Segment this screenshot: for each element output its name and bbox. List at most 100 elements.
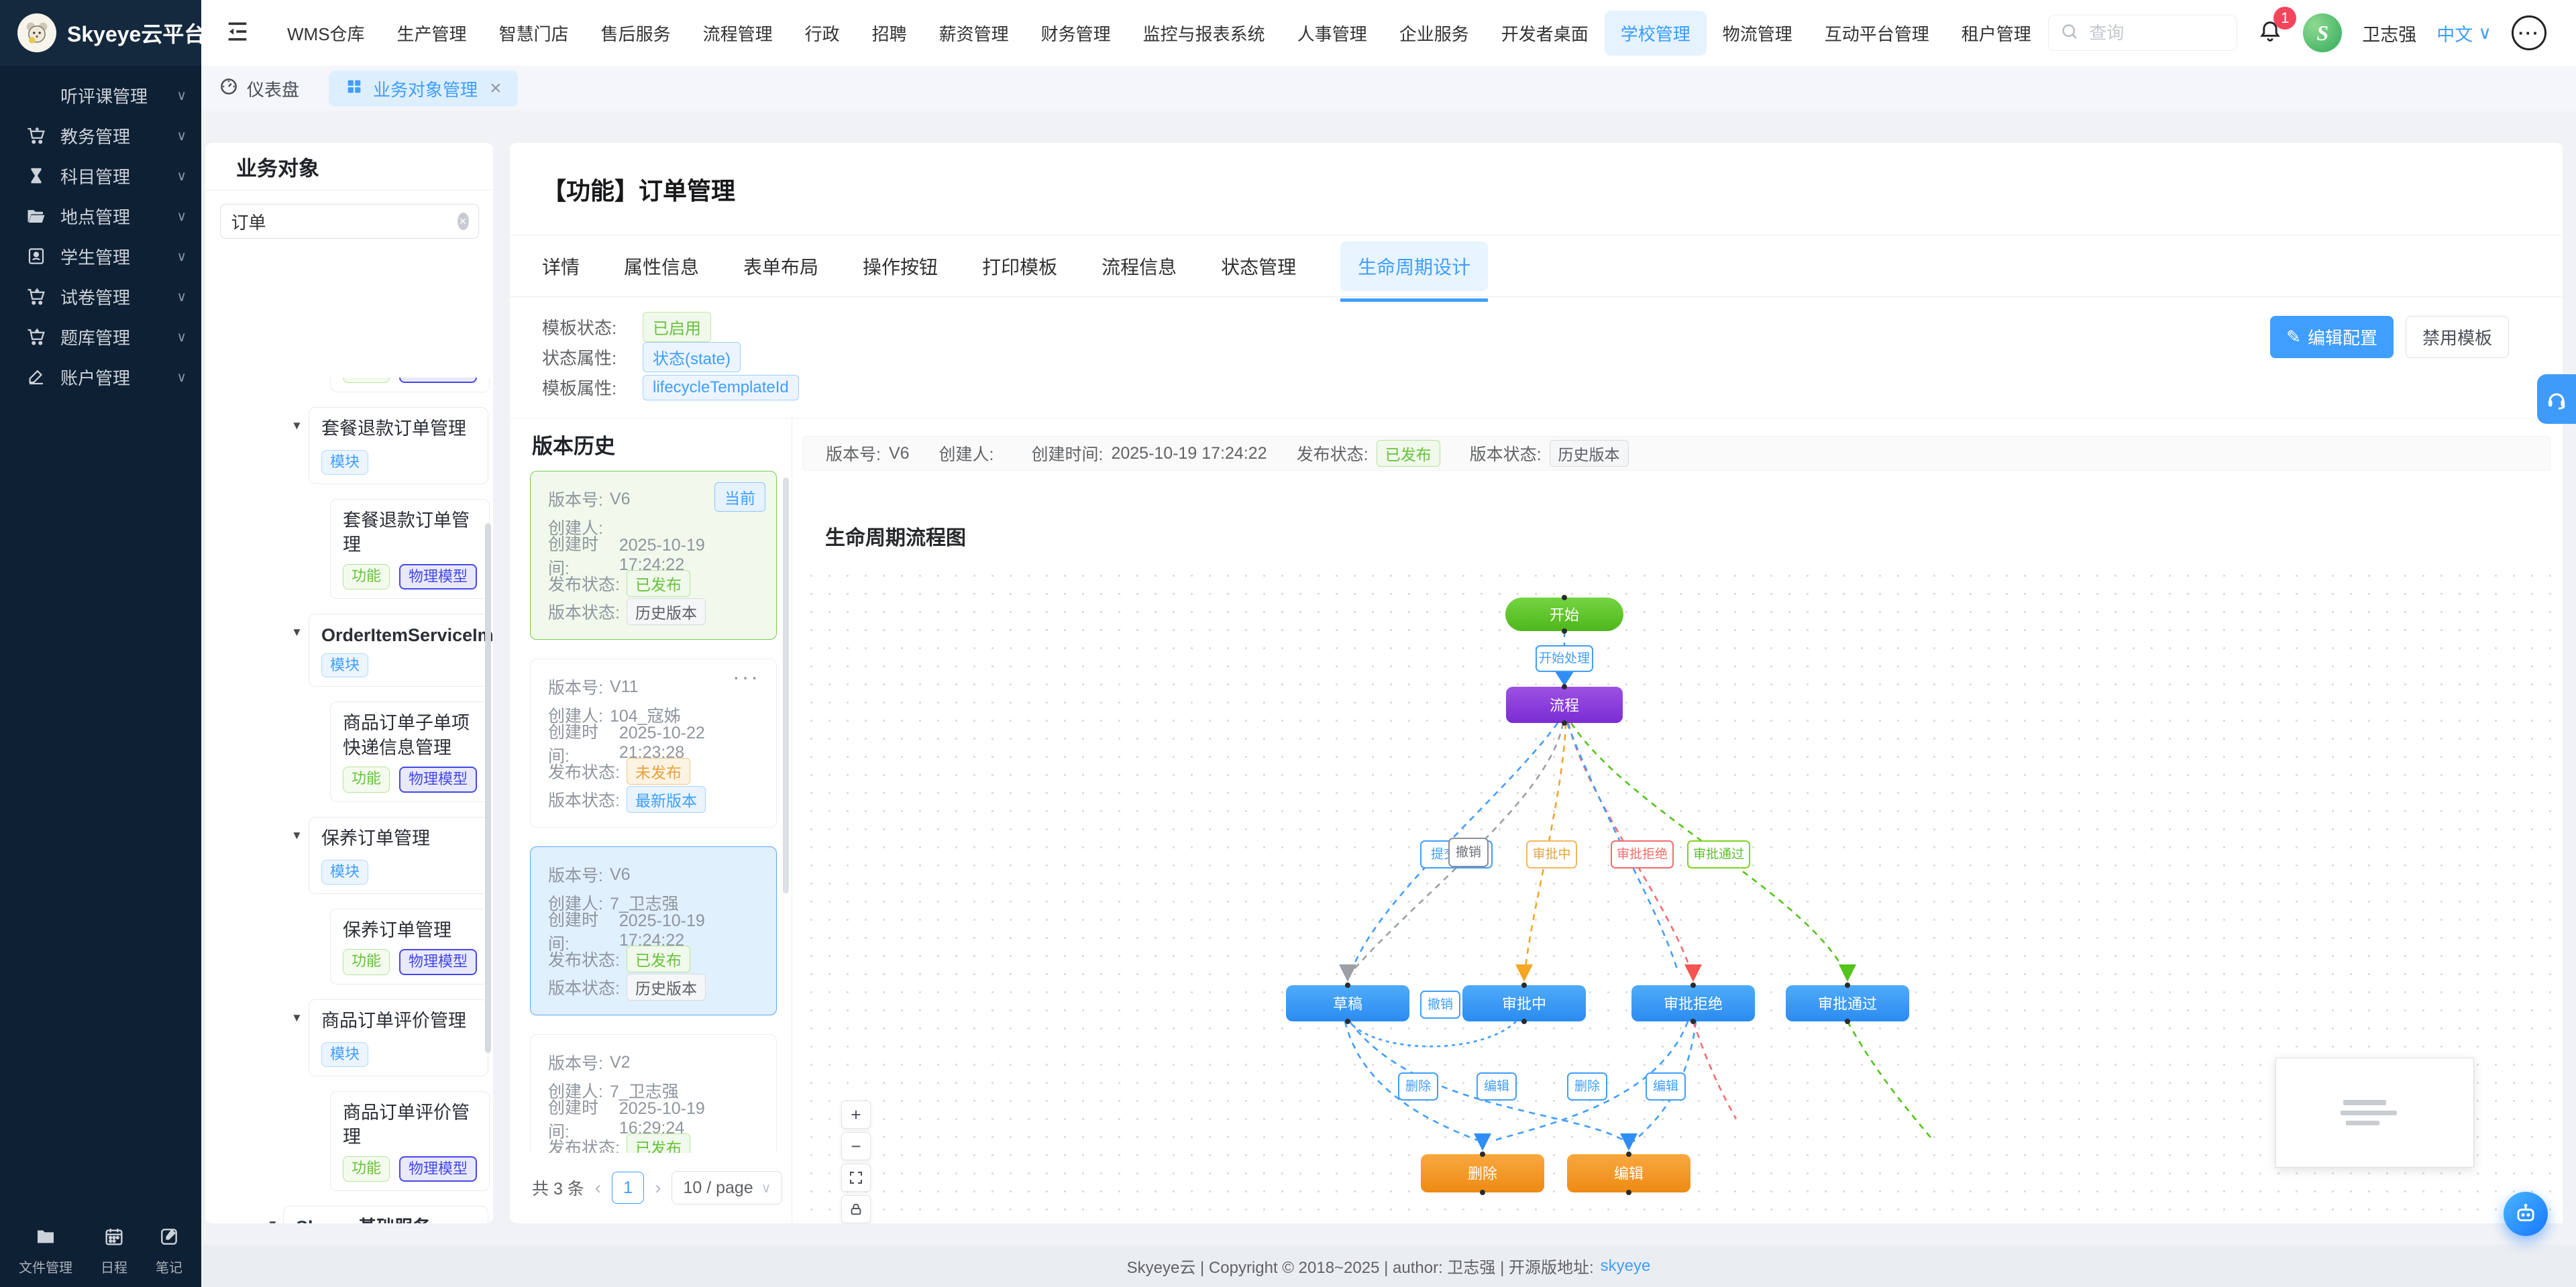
sidebar-footer-文件管理[interactable]: 文件管理 (19, 1226, 72, 1276)
edge-label-approving[interactable]: 审批中 (1526, 840, 1577, 869)
node-process[interactable]: 流程 (1506, 687, 1623, 723)
sidebar-footer-日程[interactable]: 日程 (101, 1226, 127, 1276)
pagination-next-icon[interactable]: › (655, 1177, 661, 1198)
node-start[interactable]: 开始 (1505, 598, 1623, 631)
nav-item-互动平台管理[interactable]: 互动平台管理 (1824, 23, 1929, 44)
tree-node-商品订单评价管理[interactable]: 商品订单评价管理模块 (309, 999, 488, 1076)
nav-item-物流管理[interactable]: 物流管理 (1722, 23, 1792, 44)
tree-expander-icon[interactable]: ▼ (291, 418, 303, 432)
nav-item-学校管理[interactable]: 学校管理 (1604, 10, 1707, 56)
tree-search-input[interactable] (229, 210, 458, 233)
node-approved[interactable]: 审批通过 (1786, 985, 1909, 1021)
nav-item-售后服务[interactable]: 售后服务 (600, 23, 671, 44)
tree-node-套餐退款订单管理[interactable]: 套餐退款订单管理模块 (309, 406, 488, 484)
tree-node-保养订单管理[interactable]: 保养订单管理模块 (309, 816, 488, 894)
tree-search[interactable]: × (219, 204, 479, 239)
fit-view-button[interactable] (841, 1164, 871, 1192)
card-more-icon[interactable]: ··· (733, 665, 760, 689)
disable-template-button[interactable]: 禁用模板 (2405, 316, 2509, 358)
label-start-handle[interactable]: 开始处理 (1536, 645, 1593, 672)
footer-link[interactable]: skyeye (1600, 1256, 1651, 1275)
nav-item-流程管理[interactable]: 流程管理 (702, 23, 773, 44)
tree-node-套餐退款订单管理[interactable]: 套餐退款订单管理功能物理模型 (330, 498, 490, 600)
nav-item-人事管理[interactable]: 人事管理 (1297, 23, 1367, 44)
nav-item-租户管理[interactable]: 租户管理 (1961, 23, 2031, 44)
pagination-size-select[interactable]: 10 / page∨ (672, 1171, 783, 1205)
clear-search-icon[interactable]: × (457, 213, 469, 230)
pagination-page-1[interactable]: 1 (612, 1172, 645, 1204)
template-attr-badge[interactable]: lifecycleTemplateId (643, 374, 799, 400)
tree-scrollbar[interactable] (485, 523, 491, 1053)
tab-操作按钮[interactable]: 操作按钮 (863, 256, 938, 278)
tab-属性信息[interactable]: 属性信息 (624, 256, 700, 278)
nav-item-财务管理[interactable]: 财务管理 (1040, 23, 1111, 44)
chat-icon[interactable]: ··· (2512, 15, 2546, 50)
tab-详情[interactable]: 详情 (542, 256, 580, 278)
tab-生命周期设计[interactable]: 生命周期设计 (1340, 241, 1489, 302)
nav-item-WMS仓库[interactable]: WMS仓库 (287, 23, 365, 44)
tree-node-Skyeye基础服务[interactable]: Skyeye基础服务微服务 (283, 1206, 488, 1223)
nav-item-生产管理[interactable]: 生产管理 (396, 23, 467, 44)
tab-business-object[interactable]: 业务对象管理 × (329, 70, 518, 107)
tree-expander-icon[interactable]: ▼ (291, 828, 303, 842)
tab-打印模板[interactable]: 打印模板 (982, 256, 1058, 278)
tab-流程信息[interactable]: 流程信息 (1102, 256, 1177, 278)
tree-expander-icon[interactable]: ▼ (291, 1011, 303, 1024)
tab-表单布局[interactable]: 表单布局 (743, 256, 819, 278)
edit-config-button[interactable]: ✎编辑配置 (2270, 316, 2394, 358)
sidebar-item-地点管理[interactable]: 地点管理∨ (0, 196, 201, 236)
nav-item-行政[interactable]: 行政 (804, 23, 840, 44)
nav-item-智慧门店[interactable]: 智慧门店 (498, 23, 569, 44)
sidebar-item-科目管理[interactable]: 科目管理∨ (0, 156, 201, 196)
edge-label-delete-1[interactable]: 删除 (1398, 1072, 1438, 1101)
sidebar-item-听评课管理[interactable]: 听评课管理∨ (0, 75, 201, 115)
sidebar-item-学生管理[interactable]: 学生管理∨ (0, 236, 201, 276)
edge-label-revoke-gray[interactable]: 撤销 (1448, 838, 1489, 867)
user-name[interactable]: 卫志强 (2362, 24, 2417, 45)
sidebar-footer-笔记[interactable]: 笔记 (156, 1226, 182, 1276)
edge-label-delete-2[interactable]: 删除 (1567, 1072, 1607, 1101)
node-rejected[interactable]: 审批拒绝 (1631, 985, 1755, 1021)
edge-label-approve[interactable]: 审批通过 (1687, 840, 1750, 869)
edge-label-revoke[interactable]: 撤销 (1420, 991, 1460, 1019)
sidebar-item-账户管理[interactable]: 账户管理∨ (0, 357, 201, 397)
sidebar-item-试卷管理[interactable]: 试卷管理∨ (0, 276, 201, 317)
nav-item-薪资管理[interactable]: 薪资管理 (938, 23, 1009, 44)
node-draft[interactable]: 草稿 (1286, 985, 1409, 1021)
version-scrollbar[interactable] (783, 478, 789, 893)
support-side-tab[interactable] (2537, 374, 2576, 424)
tree-node-保养订单管理[interactable]: 保养订单管理功能物理模型 (330, 908, 490, 985)
lock-button[interactable] (841, 1195, 871, 1223)
node-approving[interactable]: 审批中 (1462, 985, 1586, 1021)
edge-label-edit-2[interactable]: 编辑 (1646, 1072, 1686, 1101)
sidebar-item-教务管理[interactable]: 教务管理∨ (0, 115, 201, 156)
close-tab-icon[interactable]: × (490, 77, 502, 99)
collapse-menu-icon[interactable] (224, 18, 251, 48)
pagination-prev-icon[interactable]: ‹ (594, 1177, 602, 1198)
node-delete[interactable]: 删除 (1421, 1154, 1544, 1192)
tree-node-商品订单评价管理[interactable]: 商品订单评价管理功能物理模型 (330, 1090, 490, 1192)
sidebar-item-题库管理[interactable]: 题库管理∨ (0, 317, 201, 357)
zoom-in-button[interactable]: + (841, 1101, 871, 1129)
ai-assistant-button[interactable] (2504, 1192, 2548, 1236)
state-attr-badge[interactable]: 状态(state) (643, 342, 741, 372)
tab-状态管理[interactable]: 状态管理 (1221, 256, 1297, 278)
tab-dashboard[interactable]: 仪表盘 (219, 76, 299, 101)
nav-item-招聘[interactable]: 招聘 (871, 23, 907, 44)
nav-item-企业服务[interactable]: 企业服务 (1399, 23, 1469, 44)
search-input[interactable] (2088, 21, 2225, 44)
notifications-button[interactable]: 1 (2257, 6, 2297, 48)
tree-expander-icon[interactable]: ▼ (291, 626, 303, 639)
language-switcher[interactable]: 中文∨ (2436, 22, 2491, 45)
zoom-out-button[interactable]: − (841, 1132, 871, 1160)
global-search[interactable] (2048, 15, 2238, 51)
canvas-minimap[interactable] (2275, 1058, 2474, 1168)
tree-expander-icon[interactable]: ▼ (267, 1218, 278, 1223)
lifecycle-canvas[interactable]: 提交审批 撤销 审批中 审批拒绝 (802, 567, 2563, 1223)
